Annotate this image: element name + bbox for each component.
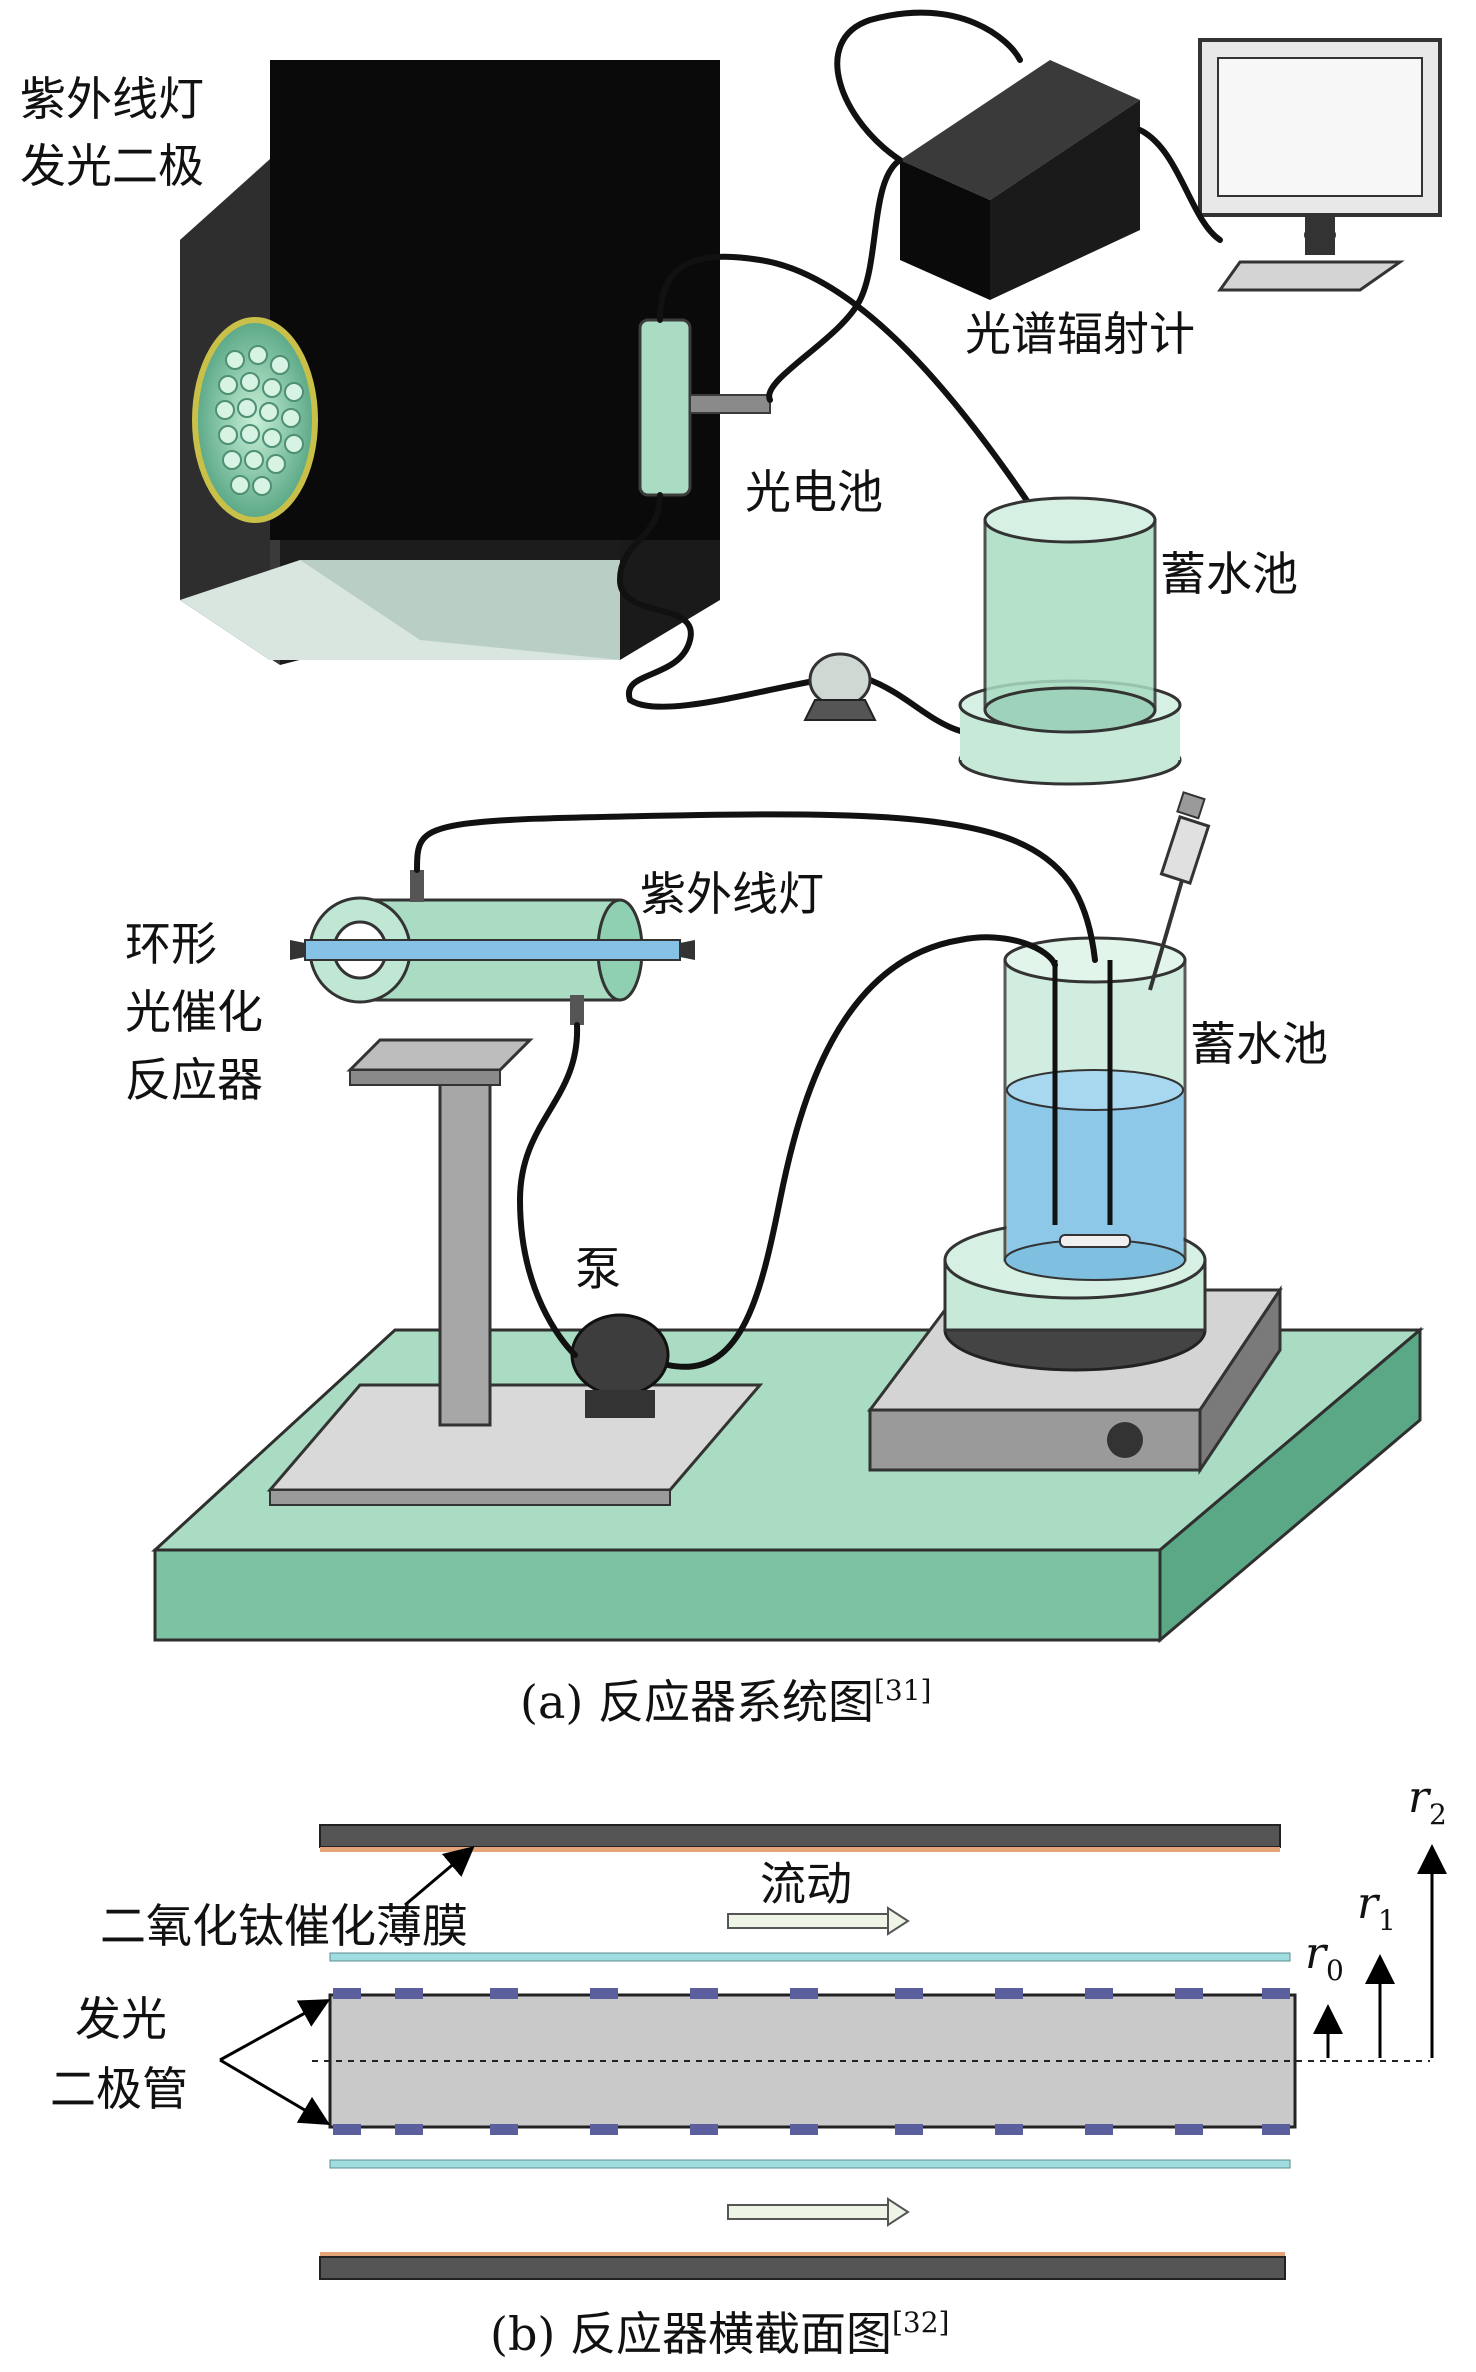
syringe <box>1148 791 1211 991</box>
label-annular-reactor-line2: 光催化 <box>125 985 263 1039</box>
label-r0: r0 <box>1305 1928 1344 1987</box>
label-r2-base: r <box>1408 1772 1432 1823</box>
reservoir-bottom <box>943 936 1207 1372</box>
caption-a-ref: [31] <box>874 1674 931 1707</box>
film-pointer <box>404 1846 475 1907</box>
label-spectroradiometer: 光谱辐射计 <box>965 307 1195 361</box>
reactor-stand <box>346 1038 534 1427</box>
caption-b-ref: [32] <box>892 2306 949 2339</box>
computer-monitor <box>1198 38 1442 292</box>
label-annular-reactor-line3: 反应器 <box>125 1053 263 1107</box>
photocell <box>638 318 771 497</box>
led-pointer-top <box>219 1999 331 2062</box>
outer-wall-bottom-edge <box>320 2252 1285 2257</box>
label-led-line1: 发光 <box>75 1992 167 2046</box>
label-pump: 泵 <box>575 1242 621 1296</box>
label-flow: 流动 <box>760 1857 852 1911</box>
label-titanium-dioxide-film: 二氧化钛催化薄膜 <box>100 1899 468 1953</box>
pump-top <box>803 652 877 721</box>
pump-bottom <box>570 1313 670 1418</box>
caption-a: (a) 反应器系统图[31] <box>520 1674 931 1729</box>
spectroradiometer <box>900 60 1140 300</box>
label-uv-lamp-box-line1: 紫外线灯 <box>20 72 204 126</box>
led-lamp-box <box>180 60 720 665</box>
label-led-line2: 二极管 <box>50 2062 188 2116</box>
led-pointer-bottom <box>219 2058 331 2126</box>
label-annular-reactor-line1: 环形 <box>125 917 217 971</box>
caption-a-text: (a) 反应器系统图 <box>520 1675 874 1729</box>
caption-b: (b) 反应器横截面图[32] <box>490 2306 949 2361</box>
label-r0-base: r <box>1305 1928 1329 1979</box>
label-uv-lamp-tube: 紫外线灯 <box>640 867 824 921</box>
label-r1: r1 <box>1357 1878 1396 1937</box>
annular-reactor <box>290 870 695 1025</box>
panel-a <box>151 9 1442 1644</box>
label-r0-sub: 0 <box>1326 1954 1344 1987</box>
outer-wall-top <box>319 1824 1281 1848</box>
cables-bottom <box>414 811 1098 1370</box>
label-reservoir-bottom: 蓄水池 <box>1190 1017 1328 1071</box>
cables-top <box>616 9 1223 739</box>
label-reservoir-top: 蓄水池 <box>1160 547 1298 601</box>
flow-arrow-top <box>727 1906 910 1936</box>
led-dots-bottom <box>333 2124 1290 2135</box>
film-bottom <box>329 2159 1291 2169</box>
label-r1-sub: 1 <box>1378 1904 1396 1937</box>
flow-arrow-bottom <box>727 2197 910 2227</box>
label-r1-base: r <box>1357 1878 1381 1929</box>
film-top <box>329 1952 1291 1962</box>
reservoir-top <box>958 496 1182 786</box>
outer-wall-bottom <box>319 2256 1286 2280</box>
label-r2-sub: 2 <box>1429 1798 1447 1831</box>
led-dots-top <box>333 1988 1290 1999</box>
label-r2: r2 <box>1408 1772 1447 1831</box>
label-uv-lamp-box-line2: 发光二极 <box>20 139 204 193</box>
caption-b-text: (b) 反应器横截面图 <box>490 2307 892 2361</box>
label-photocell: 光电池 <box>745 465 883 519</box>
led-tube <box>328 1993 1297 2129</box>
panel-b <box>219 1824 1447 2280</box>
outer-wall-top-edge <box>320 1847 1280 1852</box>
